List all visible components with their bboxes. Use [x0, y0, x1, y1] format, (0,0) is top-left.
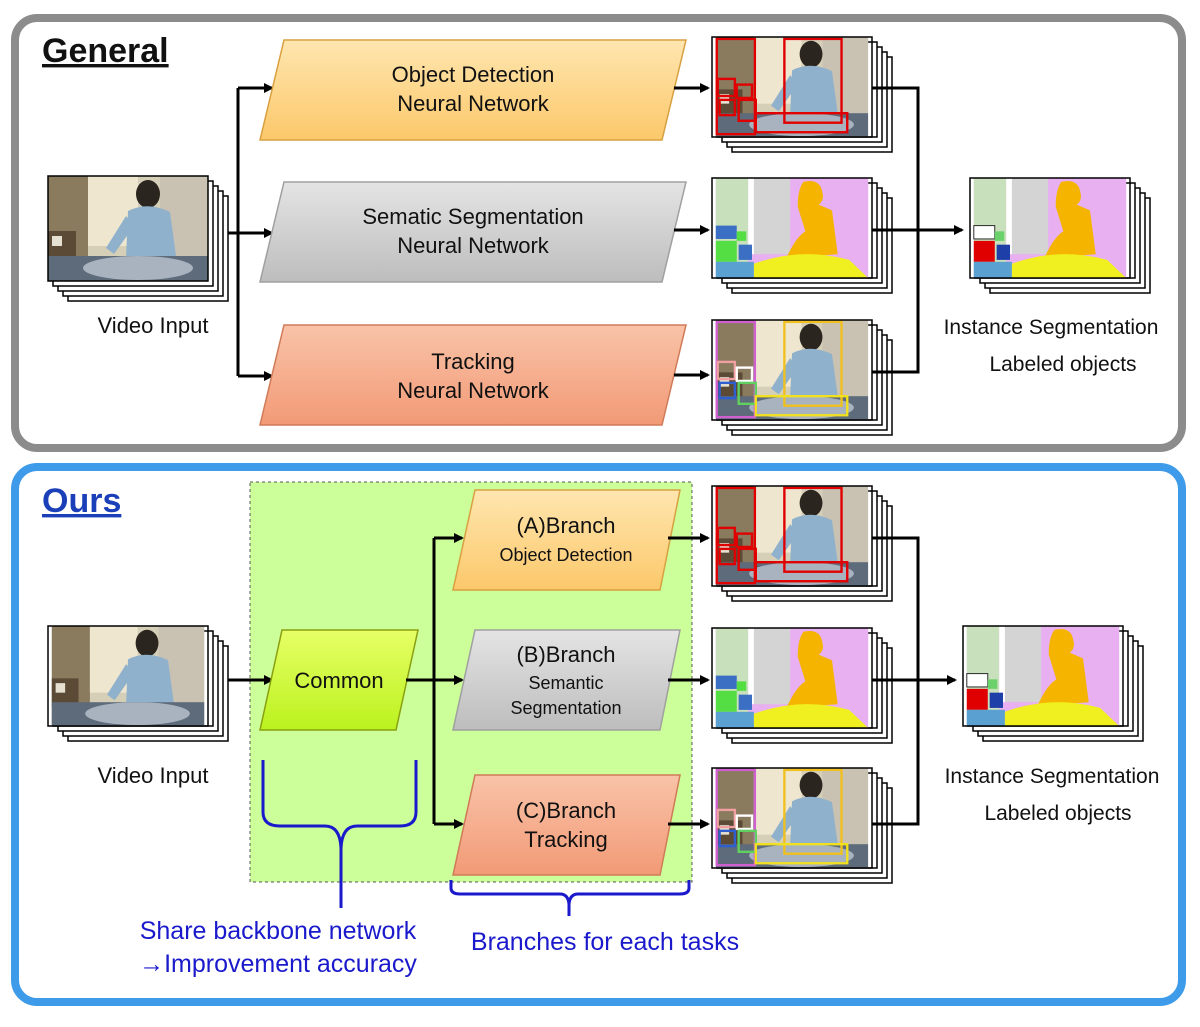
ours-tracking-result-stack: [711, 767, 893, 884]
general-merge-arrows: [872, 86, 964, 374]
ours-merge-arrows: [872, 536, 957, 826]
ours-result-arrows: [668, 533, 710, 829]
branch-b-label-line1: (B)Branch: [516, 642, 615, 667]
branch-b-label-line3: Segmentation: [510, 698, 621, 718]
common-backbone-box: [259, 629, 419, 731]
tracking-label-line2: Neural Network: [397, 378, 550, 403]
tracking-network-box: [259, 324, 687, 426]
general-video-input-stack: [47, 175, 229, 302]
ours-title: Ours: [42, 482, 121, 520]
ours-output-label-line1: Instance Segmentation: [945, 765, 1160, 788]
general-video-input-label: Video Input: [98, 313, 209, 338]
semantic-segmentation-label-line1: Sematic Segmentation: [362, 204, 583, 229]
general-detection-result-stack: [711, 36, 893, 153]
branch-c-label-line1: (C)Branch: [516, 798, 616, 823]
ours-segmentation-result-stack: [711, 627, 893, 744]
branches-brace: [449, 880, 691, 916]
ours-detection-result-stack: [711, 485, 893, 602]
ours-instance-output-stack: [962, 625, 1144, 742]
ours-video-input-stack: [47, 625, 229, 742]
object-detection-network-box: [259, 39, 687, 141]
object-detection-label-line2: Neural Network: [397, 91, 550, 116]
semantic-segmentation-label-line2: Neural Network: [397, 233, 550, 258]
branch-c-label-line2: Tracking: [524, 827, 608, 852]
branch-a-label-line2: Object Detection: [499, 545, 632, 565]
general-output-label-line2: Labeled objects: [989, 353, 1136, 376]
common-label: Common: [294, 668, 383, 693]
share-annotation-line1: Share backbone network: [140, 917, 417, 945]
ours-output-label-line2: Labeled objects: [984, 802, 1131, 825]
general-split-arrows: [228, 83, 274, 381]
share-annotation-line2: →Improvement accuracy: [139, 950, 417, 978]
general-output-label-line1: Instance Segmentation: [944, 316, 1159, 339]
general-result-arrows: [674, 83, 710, 380]
branch-a-label-line1: (A)Branch: [516, 513, 615, 538]
general-tracking-result-stack: [711, 319, 893, 436]
branch-b-label-line2: Semantic: [528, 673, 603, 693]
general-title: General: [42, 32, 169, 70]
branch-a-box: [452, 489, 681, 591]
semantic-segmentation-network-box: [259, 181, 687, 283]
shared-backbone-brace: [261, 760, 418, 908]
branches-annotation: Branches for each tasks: [471, 928, 739, 956]
general-instance-output-stack: [969, 177, 1151, 294]
branch-b-box: [452, 629, 681, 731]
tracking-label-line1: Tracking: [431, 349, 515, 374]
ours-split-arrows: [406, 533, 464, 829]
object-detection-label-line1: Object Detection: [392, 62, 555, 87]
ours-video-input-label: Video Input: [98, 763, 209, 788]
branch-c-box: [452, 774, 681, 876]
general-segmentation-result-stack: [711, 177, 893, 294]
